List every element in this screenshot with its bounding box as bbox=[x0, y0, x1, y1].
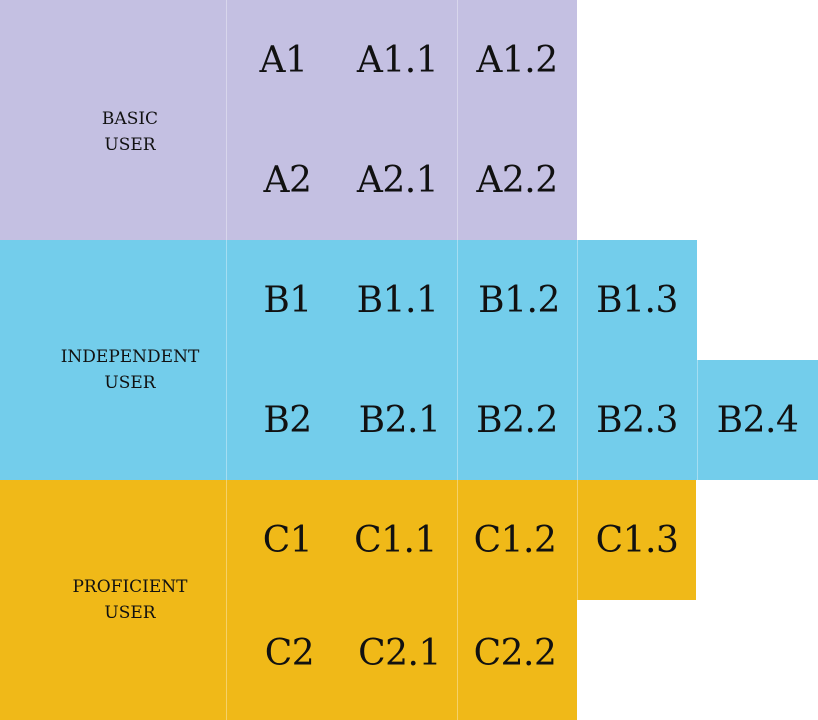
level-label-proficient: PROFICIENT USER bbox=[72, 577, 188, 623]
level-cell: B1.2 bbox=[478, 279, 560, 321]
divider bbox=[697, 360, 698, 480]
level-cell: B2.1 bbox=[358, 399, 441, 441]
basic-user-band bbox=[0, 0, 577, 240]
proficient-user-band-extension bbox=[577, 480, 696, 600]
level-cell: A2.1 bbox=[356, 159, 439, 201]
divider bbox=[226, 0, 227, 720]
level-cell: A1.2 bbox=[476, 39, 558, 81]
level-label-independent: INDEPENDENT USER bbox=[60, 347, 200, 393]
level-cell: A1.1 bbox=[356, 39, 439, 81]
level-cell: B2.4 bbox=[716, 399, 799, 441]
level-cell: C2 bbox=[264, 632, 315, 674]
level-cell: A2 bbox=[263, 159, 312, 201]
level-cell: C2.1 bbox=[358, 632, 441, 674]
level-cell: B2.2 bbox=[476, 399, 558, 441]
level-cell: B2 bbox=[263, 399, 312, 441]
level-cell: B1.3 bbox=[596, 279, 678, 321]
level-cell: C1 bbox=[262, 519, 313, 561]
divider bbox=[457, 0, 458, 720]
independent-user-band-extension bbox=[697, 360, 818, 480]
proficient-user-band bbox=[0, 480, 577, 720]
level-cell: B2.3 bbox=[596, 399, 678, 441]
divider bbox=[577, 240, 578, 600]
level-label-basic: BASIC USER bbox=[101, 109, 159, 155]
level-cell: C1.1 bbox=[354, 519, 437, 561]
level-cell: C1.3 bbox=[595, 519, 679, 561]
level-cell: A1 bbox=[259, 39, 308, 81]
level-cell: C1.2 bbox=[473, 519, 557, 561]
level-cell: B1 bbox=[263, 279, 312, 321]
independent-user-band bbox=[0, 240, 697, 480]
level-cell: A2.2 bbox=[476, 159, 558, 201]
level-cell: B1.1 bbox=[356, 279, 439, 321]
level-cell: C2.2 bbox=[473, 632, 557, 674]
